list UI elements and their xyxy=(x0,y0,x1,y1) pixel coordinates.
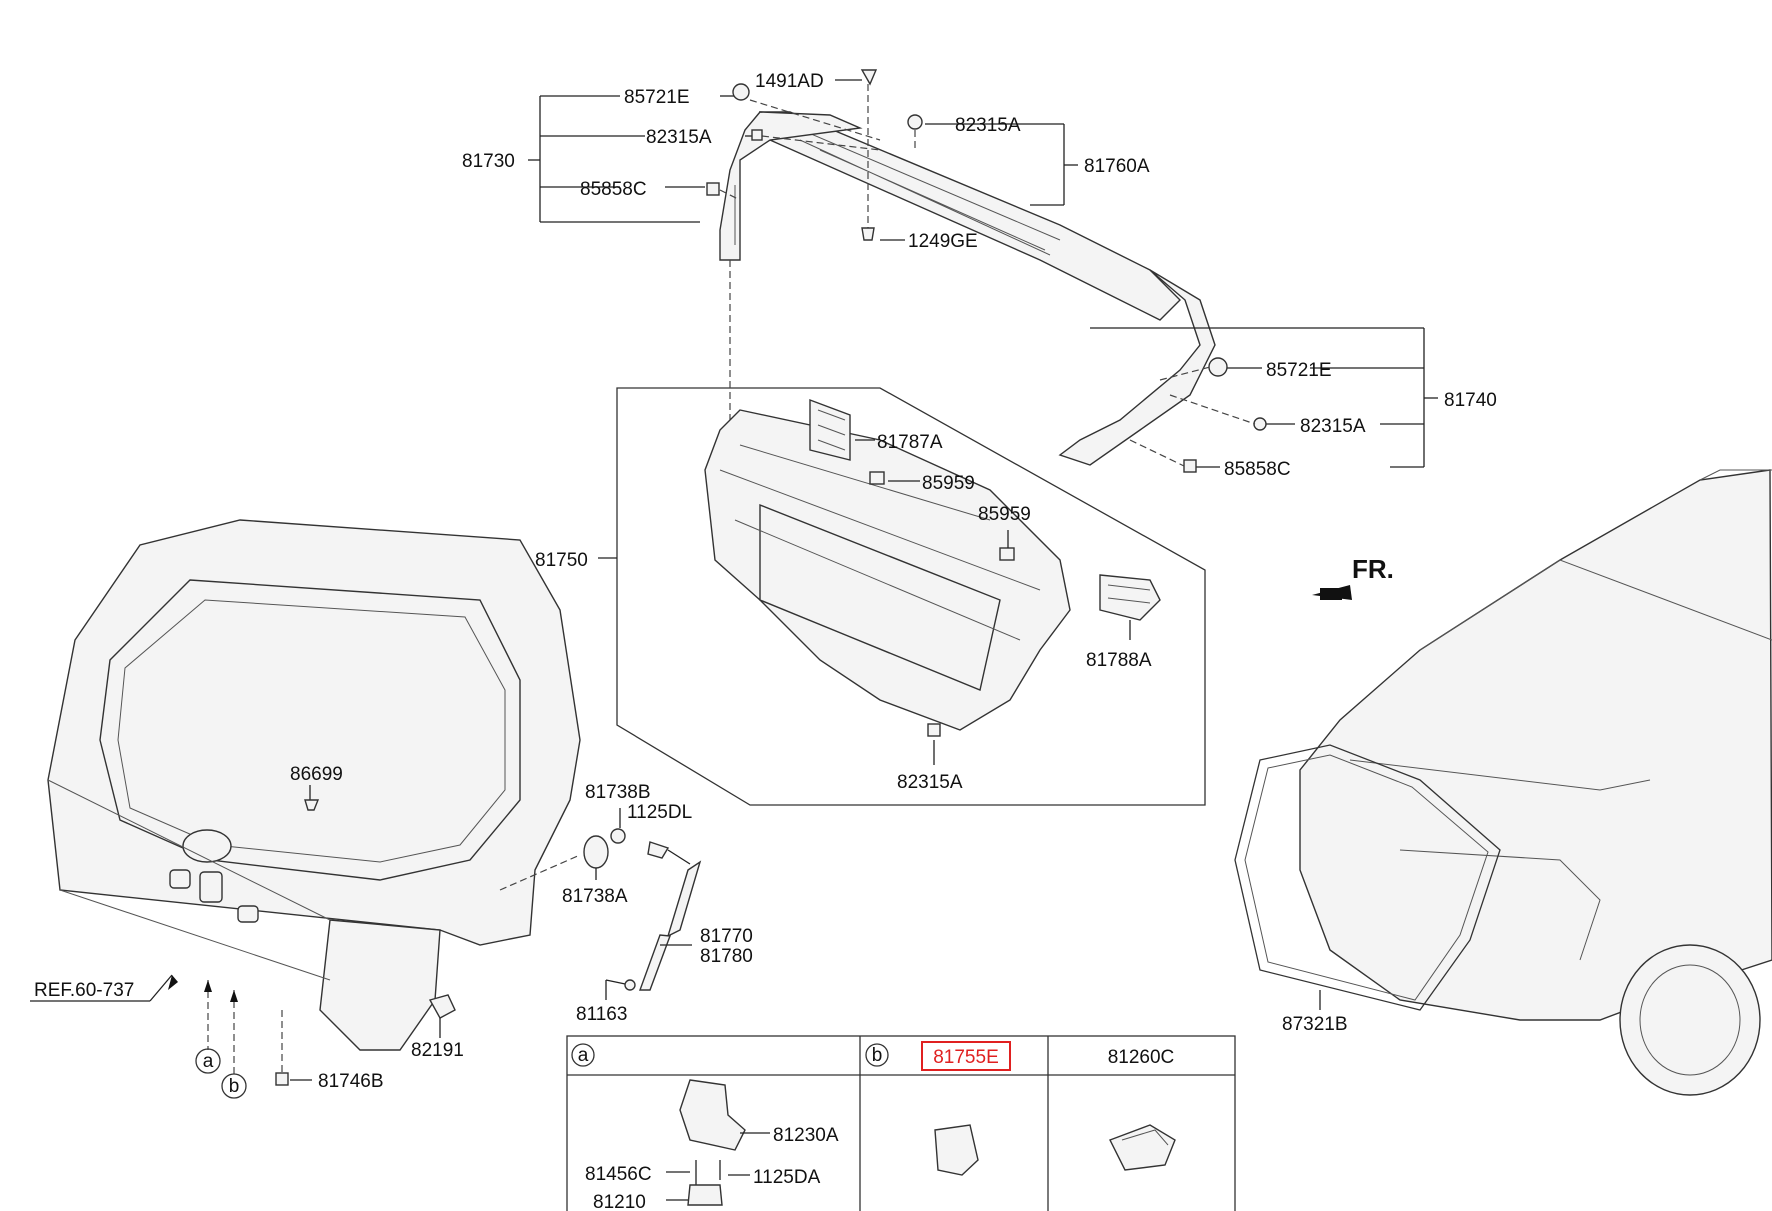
table-col-b: b xyxy=(872,1045,883,1066)
label-1249GE: 1249GE xyxy=(908,231,978,252)
label-81740: 81740 xyxy=(1444,390,1497,411)
part-labels: 85721E 1491AD 82315A 81730 85858C 82315A… xyxy=(34,71,1497,1099)
label-81770: 81770 xyxy=(700,926,753,947)
label-85858C-top: 85858C xyxy=(580,179,647,200)
label-82315A-right: 82315A xyxy=(1300,416,1366,437)
bumpers-and-strut xyxy=(428,808,702,1038)
label-81738B: 81738B xyxy=(585,782,651,803)
label-85858C-right: 85858C xyxy=(1224,459,1291,480)
highlight-box-81755E xyxy=(921,1041,1011,1071)
label-1491AD: 1491AD xyxy=(755,71,824,92)
leaders-81730 xyxy=(528,83,881,223)
label-81210: 81210 xyxy=(593,1192,646,1211)
table-col-a: a xyxy=(578,1045,589,1066)
label-85721E-top: 85721E xyxy=(624,87,690,108)
callout-b: b xyxy=(229,1076,240,1097)
label-1125DL: 1125DL xyxy=(627,802,692,823)
label-1125DA: 1125DA xyxy=(753,1167,821,1188)
label-82315A-bottom: 82315A xyxy=(897,772,963,793)
label-85721E-right: 85721E xyxy=(1266,360,1332,381)
label-fr: FR. xyxy=(1352,554,1394,584)
label-81456C: 81456C xyxy=(585,1164,652,1185)
front-direction-arrow xyxy=(1312,585,1352,600)
left-pillar-trim-81730 xyxy=(719,111,863,261)
label-85959-b: 85959 xyxy=(978,504,1031,525)
callout-a: a xyxy=(203,1051,214,1072)
ref-leader xyxy=(30,974,312,1086)
label-81787A: 81787A xyxy=(877,432,943,453)
label-81760A: 81760A xyxy=(1084,156,1150,177)
table-labels: a b 81755E 81260C 81230A 81456C 1125DA 8… xyxy=(571,1043,1175,1211)
upper-trim-81760A xyxy=(759,111,1216,466)
label-81730: 81730 xyxy=(462,151,515,172)
label-82191: 82191 xyxy=(411,1040,464,1061)
label-81788A: 81788A xyxy=(1086,650,1152,671)
leaders-1491AD xyxy=(835,69,905,241)
weatherstrip-87321B xyxy=(1234,744,1501,1011)
label-81738A: 81738A xyxy=(562,886,628,907)
label-87321B: 87321B xyxy=(1282,1014,1348,1035)
label-81746B: 81746B xyxy=(318,1071,384,1092)
label-81780: 81780 xyxy=(700,946,753,967)
label-81750: 81750 xyxy=(535,550,588,571)
label-82315A-topright: 82315A xyxy=(955,115,1021,136)
table-header-81260C: 81260C xyxy=(1108,1047,1175,1068)
tailgate-trim-panel-81750 xyxy=(598,260,1206,806)
label-82315A-topleft: 82315A xyxy=(646,127,712,148)
label-86699: 86699 xyxy=(290,764,343,785)
label-ref-60-737: REF.60-737 xyxy=(34,980,134,1001)
label-81230A: 81230A xyxy=(773,1125,839,1146)
vehicle-rear-view xyxy=(1299,469,1772,1096)
leaders-81760A xyxy=(907,114,1078,206)
parts-table xyxy=(566,1035,1236,1211)
tailgate-assembly xyxy=(47,519,581,1051)
table-header-81755E: 81755E xyxy=(933,1047,999,1068)
leaders-81740 xyxy=(1090,327,1438,473)
label-85959-a: 85959 xyxy=(922,473,975,494)
label-81163: 81163 xyxy=(576,1004,627,1025)
